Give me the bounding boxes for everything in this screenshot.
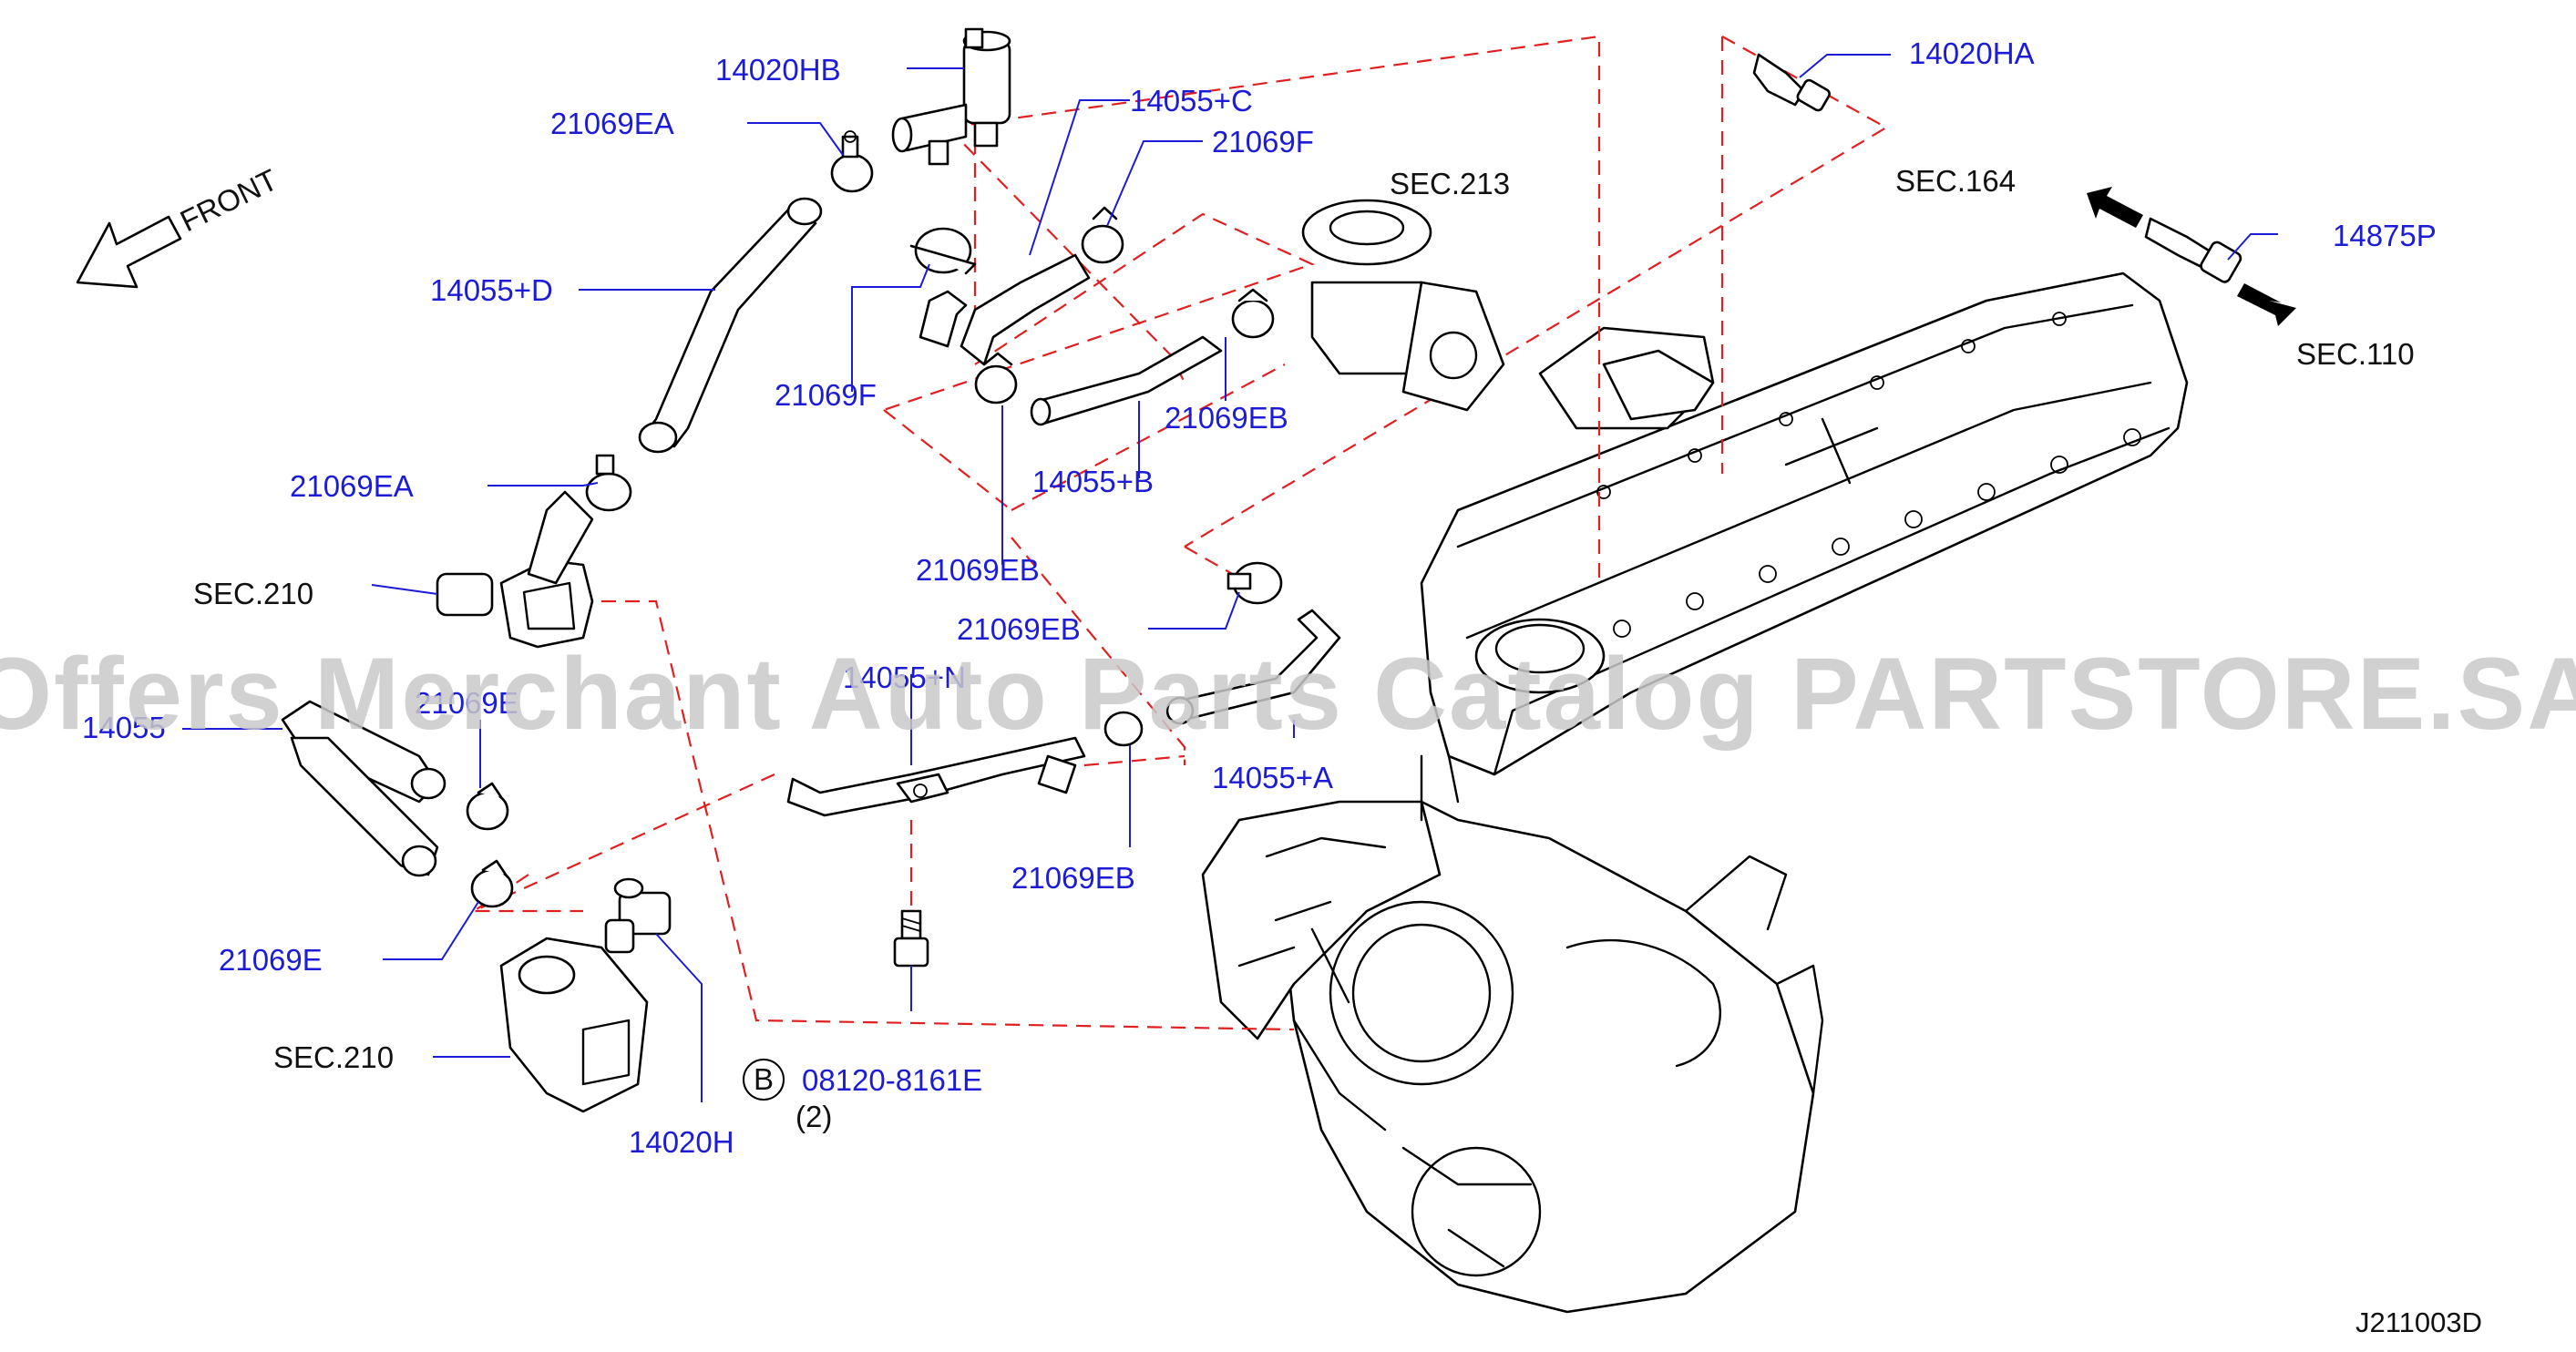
label-sec213: SEC.213 xyxy=(1390,167,1510,200)
hose-14055A xyxy=(1165,609,1341,725)
clamp-21069EB-left xyxy=(974,352,1018,405)
label-sec110: SEC.110 xyxy=(2296,337,2415,371)
pipe-14055N xyxy=(786,736,1086,817)
bolt-08120 xyxy=(893,909,929,968)
watermark: Offers Merchant Auto Parts Catalog PARTS… xyxy=(0,637,2576,751)
valve-14875P xyxy=(2144,217,2242,283)
clamp-21069EB-center xyxy=(1226,561,1283,605)
valve-14020HA xyxy=(1752,53,1831,112)
hose-14055C xyxy=(919,253,1091,366)
housing-sec210-top xyxy=(436,490,594,649)
label-sec210-bottom: SEC.210 xyxy=(273,1040,394,1074)
label-14875P: 14875P xyxy=(2333,219,2437,252)
leader-lines xyxy=(182,54,2278,1102)
label-14020HB: 14020HB xyxy=(715,53,841,87)
valve-14020HB xyxy=(891,27,1011,166)
front-direction-arrow-icon xyxy=(76,215,182,289)
label-21069EB-left: 21069EB xyxy=(916,553,1040,587)
label-21069E-top: 21069E xyxy=(415,686,518,720)
label-08120-quantity: (2) xyxy=(795,1100,832,1133)
clamp-21069E-top xyxy=(466,782,509,831)
label-sec210-top: SEC.210 xyxy=(193,577,313,610)
arrow-to-sec110-icon xyxy=(2237,283,2296,326)
housing-sec210-bottom xyxy=(499,937,649,1113)
label-21069EB-bottom: 21069EB xyxy=(1011,861,1135,895)
label-front: FRONT xyxy=(175,162,282,238)
badge-B-circle xyxy=(743,1059,785,1101)
label-14055B: 14055+B xyxy=(1032,465,1154,498)
diagram-code: J211003D xyxy=(2355,1306,2482,1338)
part-drawings xyxy=(76,27,2296,1113)
label-14020HA: 14020HA xyxy=(1909,36,2035,70)
clamp-21069EB-bottom xyxy=(1103,711,1144,747)
label-21069EA-top: 21069EA xyxy=(550,107,674,140)
label-14055D: 14055+D xyxy=(430,273,553,307)
hose-14055 xyxy=(281,700,446,877)
label-14055: 14055 xyxy=(82,711,166,744)
badge-B: B xyxy=(754,1062,774,1096)
hose-14055D xyxy=(638,197,823,454)
engine-assembly-drawing xyxy=(1201,271,2189,1314)
clamp-21069EB-right xyxy=(1231,288,1275,339)
label-14055C: 14055+C xyxy=(1130,84,1253,118)
label-14055N: 14055+N xyxy=(843,661,966,694)
clamp-21069EA-top xyxy=(830,130,874,193)
arrow-to-sec164-icon xyxy=(2087,187,2143,228)
valve-sec213 xyxy=(1301,199,1505,412)
label-21069F-top: 21069F xyxy=(1212,125,1314,159)
clamp-21069F-top xyxy=(1081,206,1124,264)
clamp-21069F-mid xyxy=(909,227,977,275)
hose-14055B xyxy=(1030,335,1223,426)
label-14055A: 14055+A xyxy=(1212,761,1333,794)
clamp-21069E-bottom xyxy=(470,859,514,908)
label-08120: 08120-8161E xyxy=(802,1063,982,1097)
label-21069EB-right: 21069EB xyxy=(1165,401,1288,435)
label-sec164: SEC.164 xyxy=(1895,164,2016,198)
valve-14020H xyxy=(604,877,672,954)
label-21069EB-center: 21069EB xyxy=(957,612,1081,646)
label-21069EA-mid: 21069EA xyxy=(290,469,414,503)
label-21069F-mid: 21069F xyxy=(775,378,877,412)
label-14020H: 14020H xyxy=(629,1125,734,1159)
label-21069E-bottom: 21069E xyxy=(219,943,323,977)
